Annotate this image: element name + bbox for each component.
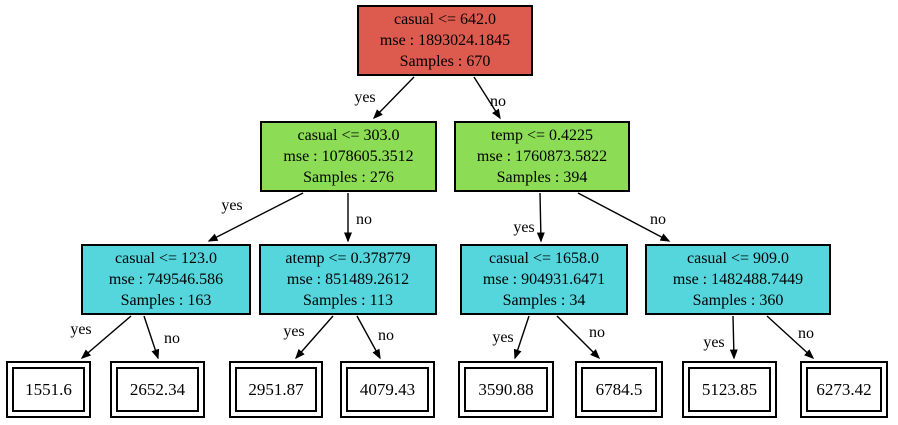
edge-label: no (164, 330, 180, 347)
node-mse: mse : 904931.6471 (482, 270, 606, 288)
node-mse: mse : 1760873.5822 (476, 147, 608, 165)
leaf-node-4: 4079.43 (340, 361, 435, 418)
tree-node-left-right: atemp <= 0.378779 mse : 851489.2612 Samp… (259, 244, 437, 315)
node-samples: Samples : 394 (496, 169, 588, 187)
edge-left-yes (207, 192, 304, 242)
edge-label: no (798, 325, 814, 342)
leaf-node-1: 1551.6 (6, 361, 91, 418)
node-mse: mse : 749546.586 (108, 270, 224, 288)
node-condition: casual <= 123.0 (114, 249, 218, 267)
edge-right-no (577, 192, 671, 242)
node-samples: Samples : 276 (303, 169, 394, 187)
edge-label: no (490, 93, 506, 110)
node-condition: casual <= 909.0 (686, 249, 790, 267)
node-condition: casual <= 1658.0 (488, 249, 600, 267)
leaf-value: 2652.34 (116, 367, 199, 412)
leaf-value: 5123.85 (688, 367, 771, 412)
edge-label: yes (221, 197, 242, 214)
node-samples: Samples : 360 (692, 292, 784, 310)
node-samples: Samples : 670 (399, 53, 491, 71)
edge-rl-yes (513, 315, 530, 360)
edge-lr-yes (295, 315, 334, 360)
edge-label: no (589, 324, 605, 341)
node-mse: mse : 1893024.1845 (379, 31, 511, 49)
edge-label: yes (283, 323, 304, 340)
edge-rr-yes (729, 315, 738, 360)
edge-label: yes (703, 334, 724, 351)
edge-lr-no (356, 315, 381, 360)
node-mse: mse : 851489.2612 (286, 270, 410, 288)
leaf-node-8: 6273.42 (800, 361, 888, 418)
tree-node-root: casual <= 642.0 mse : 1893024.1845 Sampl… (357, 5, 533, 76)
tree-node-left: casual <= 303.0 mse : 1078605.3512 Sampl… (260, 121, 437, 192)
leaf-node-7: 5123.85 (682, 361, 777, 418)
edge-rl-no (556, 315, 601, 360)
node-condition: temp <= 0.4225 (490, 126, 594, 144)
edge-ll-no (143, 315, 160, 360)
edge-right-yes (536, 192, 545, 243)
tree-node-right-right: casual <= 909.0 mse : 1482488.7449 Sampl… (645, 244, 831, 315)
tree-node-left-left: casual <= 123.0 mse : 749546.586 Samples… (81, 244, 251, 315)
leaf-node-3: 2951.87 (229, 361, 323, 418)
tree-node-right: temp <= 0.4225 mse : 1760873.5822 Sample… (454, 121, 630, 192)
node-samples: Samples : 34 (502, 292, 586, 310)
node-condition: atemp <= 0.378779 (285, 249, 411, 267)
edge-ll-yes (80, 315, 132, 359)
node-samples: Samples : 163 (120, 292, 212, 310)
tree-node-right-left: casual <= 1658.0 mse : 904931.6471 Sampl… (460, 244, 628, 315)
leaf-value: 3590.88 (464, 367, 548, 412)
node-condition: casual <= 303.0 (297, 126, 400, 144)
edge-label: yes (70, 321, 91, 338)
leaf-value: 2951.87 (235, 367, 317, 412)
leaf-value: 6784.5 (581, 367, 657, 412)
leaf-node-5: 3590.88 (458, 361, 554, 418)
edge-root-yes (372, 76, 415, 120)
node-mse: mse : 1078605.3512 (283, 147, 414, 165)
leaf-value: 1551.6 (12, 367, 85, 412)
node-mse: mse : 1482488.7449 (672, 270, 804, 288)
leaf-node-2: 2652.34 (110, 361, 205, 418)
edge-label: yes (513, 219, 534, 236)
edge-rr-no (766, 315, 815, 360)
edge-root-no (473, 76, 501, 120)
edge-label: yes (492, 329, 513, 346)
leaf-node-6: 6784.5 (575, 361, 663, 418)
leaf-value: 6273.42 (806, 367, 882, 412)
node-condition: casual <= 642.0 (393, 10, 497, 28)
leaf-value: 4079.43 (346, 367, 429, 412)
edge-label: no (378, 327, 394, 344)
edge-label: yes (354, 89, 375, 106)
edge-label: no (356, 211, 372, 228)
edge-label: no (650, 211, 666, 228)
node-samples: Samples : 113 (302, 292, 394, 310)
